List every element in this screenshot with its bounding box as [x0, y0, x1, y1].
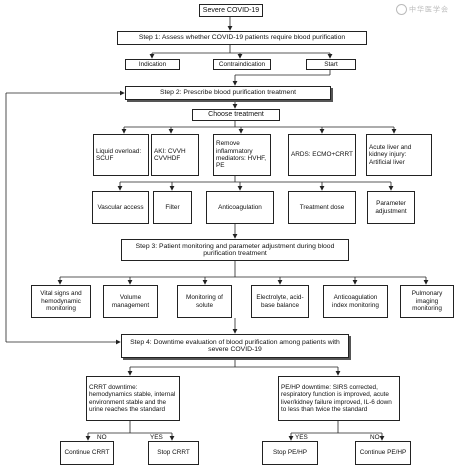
param-filter-box: Filter [153, 191, 192, 224]
treatment-scuf-text: Liquid overload: SCUF [96, 147, 142, 162]
treatment-inflammatory-box: Remove inflammatory mediators: HVHF, PE [213, 134, 271, 176]
treatment-liver-text: Acute liver and kidney injury: Artificia… [369, 143, 412, 166]
step2-text: Step 2: Prescribe blood purification tre… [159, 89, 296, 97]
step4-box: Step 4: Downtime evaluation of blood pur… [121, 334, 349, 358]
choose-treatment-text: Choose treatment [208, 111, 264, 119]
outcome-continue-pehp-box: Continue PE/HP [355, 441, 411, 465]
step4-text: Step 4: Downtime evaluation of blood pur… [130, 338, 340, 353]
monitor-solute-text: Monitoring of solute [186, 294, 223, 309]
outcome-stop-crrt-text: Stop CRRT [157, 449, 190, 457]
crrt-downtime-text: CRRT downtime: hemodynamics stable, inte… [89, 383, 176, 413]
outcome-continue-crrt-text: Continue CRRT [64, 449, 110, 457]
treatment-ards-text: ARDS: ECMO+CRRT [291, 151, 353, 159]
monitor-imaging-box: Pulmonary imaging monitoring [400, 285, 454, 318]
pehp-no-label: NO [370, 434, 380, 441]
start-box: Start [306, 59, 356, 70]
publisher-watermark: 中华医学会 [396, 4, 449, 15]
pehp-yes-label: YES [295, 434, 308, 441]
indication-text: Indication [138, 60, 167, 68]
step2-box: Step 2: Prescribe blood purification tre… [125, 86, 331, 100]
title-box: Severe COVID-19 [199, 4, 263, 17]
outcome-stop-pehp-text: Stop PE/HP [272, 449, 308, 457]
step1-text: Step 1: Assess whether COVID-19 patients… [138, 34, 346, 42]
contraindication-box: Contraindication [213, 59, 271, 70]
step1-box: Step 1: Assess whether COVID-19 patients… [117, 31, 367, 45]
treatment-ards-box: ARDS: ECMO+CRRT [288, 134, 356, 176]
monitor-anticoag-text: Anticoagulation index monitoring [332, 294, 379, 309]
seal-icon [396, 4, 407, 15]
treatment-liver-box: Acute liver and kidney injury: Artificia… [366, 134, 432, 176]
treatment-aki-text: AKI: CVVH CVVHDF [154, 147, 186, 162]
monitor-imaging-text: Pulmonary imaging monitoring [411, 290, 443, 313]
outcome-continue-pehp-text: Continue PE/HP [359, 449, 407, 457]
monitor-electrolyte-box: Electrolyte, acid-base balance [251, 285, 309, 318]
treatment-aki-box: AKI: CVVH CVVHDF [151, 134, 199, 176]
param-dose-box: Treatment dose [288, 191, 356, 224]
outcome-stop-pehp-box: Stop PE/HP [262, 441, 318, 465]
param-filter-text: Filter [165, 203, 180, 211]
crrt-downtime-box: CRRT downtime: hemodynamics stable, inte… [86, 376, 180, 421]
step3-text: Step 3: Patient monitoring and parameter… [135, 242, 335, 257]
title-text: Severe COVID-19 [202, 6, 260, 14]
monitor-electrolyte-text: Electrolyte, acid-base balance [256, 294, 304, 309]
param-anticoagulation-box: Anticoagulation [206, 191, 274, 224]
step3-box: Step 3: Patient monitoring and parameter… [121, 239, 349, 261]
param-adjustment-box: Parameter adjustment [367, 191, 415, 224]
treatment-scuf-box: Liquid overload: SCUF [93, 134, 149, 176]
param-dose-text: Treatment dose [299, 203, 345, 211]
outcome-stop-crrt-box: Stop CRRT [148, 441, 199, 465]
crrt-no-label: NO [97, 434, 107, 441]
treatment-inflammatory-text: Remove inflammatory mediators: HVHF, PE [216, 140, 267, 170]
param-anticoagulation-text: Anticoagulation [218, 203, 262, 211]
crrt-yes-label: YES [150, 434, 163, 441]
param-vascular-box: Vascular access [92, 191, 149, 224]
monitor-volume-text: Volume management [111, 294, 150, 309]
monitor-vitals-text: Vital signs and hemodynamic monitoring [40, 290, 82, 313]
choose-treatment-box: Choose treatment [192, 109, 280, 121]
monitor-solute-box: Monitoring of solute [177, 285, 232, 318]
indication-box: Indication [125, 59, 180, 70]
monitor-anticoag-box: Anticoagulation index monitoring [323, 285, 388, 318]
watermark-text: 中华医学会 [409, 5, 449, 14]
outcome-continue-crrt-box: Continue CRRT [60, 441, 114, 465]
pehp-downtime-box: PE/HP downtime: SIRS corrected, respirat… [278, 376, 400, 421]
contraindication-text: Contraindication [218, 60, 266, 68]
monitor-volume-box: Volume management [103, 285, 158, 318]
pehp-downtime-text: PE/HP downtime: SIRS corrected, respirat… [281, 383, 392, 413]
param-adjustment-text: Parameter adjustment [375, 200, 407, 215]
param-vascular-text: Vascular access [97, 203, 144, 211]
monitor-vitals-box: Vital signs and hemodynamic monitoring [31, 285, 91, 318]
start-text: Start [324, 60, 338, 68]
